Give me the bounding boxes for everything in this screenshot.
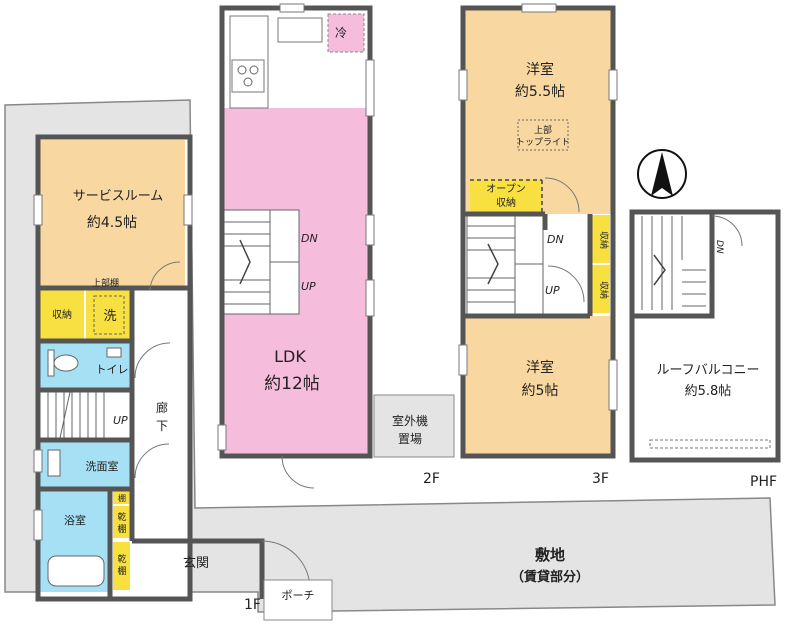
floor-1f bbox=[33, 134, 311, 602]
door-service bbox=[149, 261, 181, 291]
bathroom-label: 浴室 bbox=[64, 513, 86, 527]
door-2f-balcony bbox=[281, 455, 315, 489]
storage-3f-b-label: 収納 bbox=[598, 281, 610, 299]
toilet-label: トイレ bbox=[96, 363, 129, 376]
stair-3f bbox=[466, 213, 544, 315]
drain-grate bbox=[649, 439, 771, 449]
sink-icon bbox=[277, 17, 323, 43]
basin-icon bbox=[47, 449, 61, 477]
western-a-label: 洋室 bbox=[526, 61, 554, 78]
ldk-size: 約12帖 bbox=[264, 374, 320, 394]
window-2f-d bbox=[365, 279, 375, 317]
stair-2f bbox=[223, 209, 300, 315]
stair-3f-dn: DN bbox=[547, 233, 564, 246]
skylight bbox=[517, 119, 569, 151]
door-western-a bbox=[544, 177, 580, 213]
washroom-label: 洗面室 bbox=[86, 459, 119, 473]
storage-3f-a-label: 収納 bbox=[598, 231, 610, 249]
laundry-pan bbox=[93, 295, 125, 335]
window-3f-c bbox=[608, 69, 618, 101]
porch bbox=[263, 579, 333, 621]
shelf-1f bbox=[113, 490, 130, 504]
window-2f-c bbox=[365, 214, 375, 246]
door-washroom bbox=[134, 443, 170, 479]
window-1f-c bbox=[33, 449, 43, 473]
walls-1f bbox=[35, 134, 193, 602]
window-3f-d bbox=[458, 344, 468, 376]
stair-3f-up: UP bbox=[545, 284, 560, 297]
dryer-2-label-a: 乾 bbox=[117, 553, 126, 565]
dryer-2-label-b: 棚 bbox=[117, 565, 126, 577]
open-storage-label-2: 収納 bbox=[496, 196, 516, 209]
window-1f-a bbox=[33, 194, 43, 226]
window-2f-e bbox=[217, 424, 227, 451]
floor-2f bbox=[217, 3, 455, 489]
bathtub-icon bbox=[47, 555, 105, 587]
storage-3f-a bbox=[592, 215, 610, 263]
open-storage bbox=[470, 180, 542, 212]
western-room-b bbox=[465, 316, 611, 454]
roof-balcony-size: 約5.8帖 bbox=[685, 384, 732, 399]
stove-icon bbox=[231, 59, 265, 93]
stair-2f-dn: DN bbox=[301, 232, 318, 245]
outdoor-unit-area bbox=[373, 394, 455, 458]
laundry-label: 洗 bbox=[103, 309, 116, 324]
porch-label: ポーチ bbox=[282, 589, 315, 602]
western-a-size: 約5.5帖 bbox=[515, 84, 565, 100]
floor-3f bbox=[458, 3, 618, 459]
stair-phf bbox=[641, 216, 706, 310]
floor-phf bbox=[629, 209, 781, 463]
site-label: 敷地 bbox=[535, 546, 565, 564]
hallway-label-1: 廊 bbox=[156, 400, 168, 415]
service-room-label: サービスルーム bbox=[73, 189, 164, 204]
stair-1f-up: UP bbox=[113, 414, 128, 427]
site-note: （賃貸部分） bbox=[511, 569, 589, 585]
dryer-1-label-b: 棚 bbox=[117, 523, 126, 535]
service-room bbox=[40, 140, 185, 288]
shelf-1f-label: 棚 bbox=[118, 493, 126, 503]
dryer-1 bbox=[113, 506, 130, 538]
window-3f-b bbox=[458, 69, 468, 101]
roof-balcony-label: ルーフバルコニー bbox=[657, 363, 760, 378]
storage-3f-b bbox=[592, 265, 610, 313]
window-2f-b bbox=[365, 59, 375, 117]
entrance-label: 玄関 bbox=[183, 556, 209, 571]
western-b-size: 約5帖 bbox=[522, 383, 559, 399]
floor-label-3f: 3F bbox=[592, 471, 609, 487]
dryer-2 bbox=[113, 542, 130, 590]
hallway-label-2: 下 bbox=[156, 419, 168, 433]
fridge-label: 冷 bbox=[335, 26, 347, 40]
storage-1f-label: 収納 bbox=[52, 308, 72, 321]
stair-2f-up: UP bbox=[301, 280, 316, 293]
fridge-space bbox=[327, 13, 365, 53]
service-room-size: 約4.5帖 bbox=[87, 215, 137, 231]
skylight-label-1: 上部 bbox=[534, 124, 552, 136]
open-storage-label-1: オープン bbox=[486, 183, 525, 195]
door-phf bbox=[711, 215, 743, 247]
walls-phf bbox=[629, 209, 781, 463]
attic-storage-label: 上部棚 bbox=[92, 277, 119, 289]
door-toilet bbox=[134, 342, 171, 379]
ldk-label: LDK bbox=[274, 347, 306, 366]
western-b-label: 洋室 bbox=[526, 359, 554, 376]
floor-label-phf: PHF bbox=[750, 474, 777, 490]
floor-label-1f: 1F bbox=[244, 597, 261, 613]
skylight-label-2: トップライト bbox=[516, 137, 570, 148]
dryer-1-label-a: 乾 bbox=[117, 511, 126, 523]
stair-phf-dn: DN bbox=[714, 240, 724, 254]
window-3f-e bbox=[608, 359, 618, 411]
window-3f-a bbox=[521, 3, 557, 13]
storage-1f bbox=[40, 290, 84, 340]
outdoor-unit-label-2: 置場 bbox=[398, 432, 422, 446]
outdoor-unit-label-1: 室外機 bbox=[392, 413, 428, 428]
door-western-b bbox=[547, 265, 585, 303]
window-2f-a bbox=[279, 3, 305, 13]
north-arrow-icon bbox=[637, 149, 687, 199]
toilet-icon bbox=[47, 347, 122, 377]
window-1f-d bbox=[33, 509, 43, 541]
floor-label-2f: 2F bbox=[423, 471, 440, 487]
window-1f-b bbox=[183, 194, 193, 226]
